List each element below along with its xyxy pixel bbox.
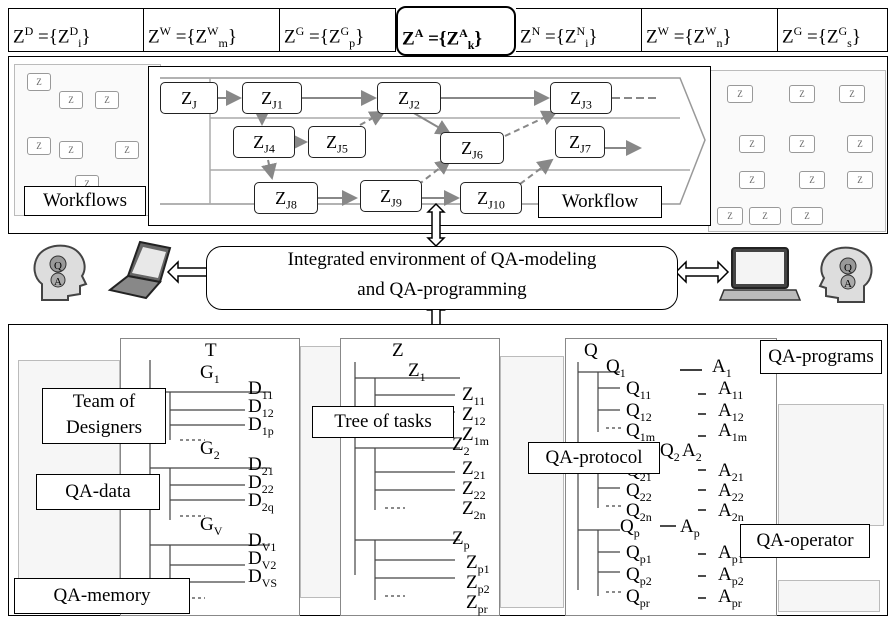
symbol-base: D bbox=[248, 414, 262, 435]
header-cell-za: ZA ={ZAk} bbox=[396, 6, 516, 56]
symbol-base: Q bbox=[626, 542, 640, 563]
symbol-base: Z bbox=[462, 478, 474, 499]
header-symbol-part: Z bbox=[446, 28, 459, 49]
symbol-base: Z bbox=[462, 458, 474, 479]
symbol-base: Z bbox=[466, 552, 478, 573]
symbol-subscript: 2 bbox=[464, 444, 470, 458]
qa-question: Qpr bbox=[626, 586, 650, 611]
qa-operator-label: QA-operator bbox=[740, 524, 870, 558]
task-group: Zp bbox=[452, 528, 470, 553]
qa-answer: Apr bbox=[718, 586, 742, 611]
symbol-subscript: 1m bbox=[474, 434, 489, 448]
header-symbol-part: ={ bbox=[423, 28, 446, 49]
symbol-base: G bbox=[200, 438, 214, 459]
symbol-base: Z bbox=[466, 592, 478, 613]
symbol-subscript: 1 bbox=[420, 370, 426, 384]
designers-root: T bbox=[205, 340, 217, 362]
symbol-base: D bbox=[248, 566, 262, 587]
symbol-base: G bbox=[200, 362, 214, 383]
symbol-subscript: 2 bbox=[696, 450, 702, 464]
symbol-subscript: p bbox=[694, 526, 700, 540]
symbol-subscript: 1 bbox=[214, 372, 220, 386]
task-item: Z2n bbox=[462, 498, 486, 523]
symbol-subscript: 2 bbox=[214, 448, 220, 462]
team-line-1: Team of bbox=[43, 389, 165, 415]
symbol-base: A bbox=[718, 480, 732, 501]
team-line-2: Designers bbox=[43, 415, 165, 441]
qa-answer: A2n bbox=[718, 500, 744, 525]
symbol-base: A bbox=[718, 500, 732, 521]
symbol-subscript: VS bbox=[262, 576, 277, 590]
symbol-subscript: 2n bbox=[640, 510, 652, 524]
qa-answer: A1m bbox=[718, 420, 747, 445]
header-symbol-part: Z bbox=[402, 28, 415, 49]
symbol-base: Z bbox=[466, 572, 478, 593]
symbol-base: Q bbox=[620, 516, 634, 537]
symbol-base: Q bbox=[606, 356, 620, 377]
symbol-subscript: V bbox=[214, 524, 223, 538]
symbol-subscript: pr bbox=[640, 596, 650, 610]
designer-group: GV bbox=[200, 514, 222, 539]
symbol-base: Z bbox=[462, 384, 474, 405]
symbol-base: A bbox=[680, 516, 694, 537]
designer-item: D2q bbox=[248, 490, 274, 515]
symbol-base: Z bbox=[408, 360, 420, 381]
symbol-subscript: 1 bbox=[620, 366, 626, 380]
qa-memory-label: QA-memory bbox=[14, 578, 190, 614]
symbol-base: Q bbox=[626, 378, 640, 399]
symbol-base: A bbox=[682, 440, 696, 461]
designer-item: D1p bbox=[248, 414, 274, 439]
symbol-subscript: 2n bbox=[474, 508, 486, 522]
symbol-subscript: 1p bbox=[262, 424, 274, 438]
symbol-base: Z bbox=[462, 498, 474, 519]
symbol-base: Z bbox=[462, 404, 474, 425]
symbol-subscript: 2q bbox=[262, 500, 274, 514]
qa-protocol-label: QA-protocol bbox=[528, 442, 660, 474]
symbol-base: Q bbox=[626, 586, 640, 607]
symbol-base: Q bbox=[626, 400, 640, 421]
tasks-root: Z bbox=[392, 340, 404, 362]
header-symbol-part: } bbox=[474, 28, 482, 49]
symbol-base: Q bbox=[626, 480, 640, 501]
symbol-base: A bbox=[718, 564, 732, 585]
symbol-subscript: pr bbox=[732, 596, 742, 610]
qa-programs-label: QA-programs bbox=[760, 340, 882, 374]
symbol-base: A bbox=[718, 420, 732, 441]
symbol-base: A bbox=[718, 460, 732, 481]
tree-of-tasks-label: Tree of tasks bbox=[312, 406, 454, 438]
task-group: Z1 bbox=[408, 360, 426, 385]
symbol-base: Q bbox=[626, 420, 640, 441]
symbol-subscript: 2 bbox=[674, 450, 680, 464]
symbol-subscript: p bbox=[634, 526, 640, 540]
qa-question: Q1 bbox=[606, 356, 626, 381]
symbol-base: A bbox=[718, 400, 732, 421]
task-item: Zpr bbox=[466, 592, 488, 617]
symbol-base: A bbox=[718, 586, 732, 607]
header-symbol-part: A bbox=[459, 26, 468, 40]
symbol-subscript: 1m bbox=[732, 430, 747, 444]
designer-group: G2 bbox=[200, 438, 220, 463]
symbol-subscript: pr bbox=[478, 602, 488, 616]
qa-root: Q bbox=[584, 340, 598, 362]
designer-group: G1 bbox=[200, 362, 220, 387]
qa-answer: A2 bbox=[682, 440, 702, 465]
team-of-designers-label: Team of Designers bbox=[42, 388, 166, 444]
qa-data-label: QA-data bbox=[36, 474, 160, 510]
symbol-base: G bbox=[200, 514, 214, 535]
symbol-base: D bbox=[248, 490, 262, 511]
symbol-base: Z bbox=[452, 528, 464, 549]
qa-answer: Ap bbox=[680, 516, 700, 541]
symbol-base: Q bbox=[660, 440, 674, 461]
symbol-subscript: p bbox=[464, 538, 470, 552]
task-group: Z2 bbox=[452, 434, 470, 459]
symbol-base: A bbox=[712, 356, 726, 377]
qa-question: Q2 bbox=[660, 440, 680, 465]
qa-question: Qp bbox=[620, 516, 640, 541]
designer-item: DVS bbox=[248, 566, 277, 591]
symbol-base: Q bbox=[626, 564, 640, 585]
symbol-base: A bbox=[718, 542, 732, 563]
symbol-base: A bbox=[718, 378, 732, 399]
symbol-subscript: 2n bbox=[732, 510, 744, 524]
